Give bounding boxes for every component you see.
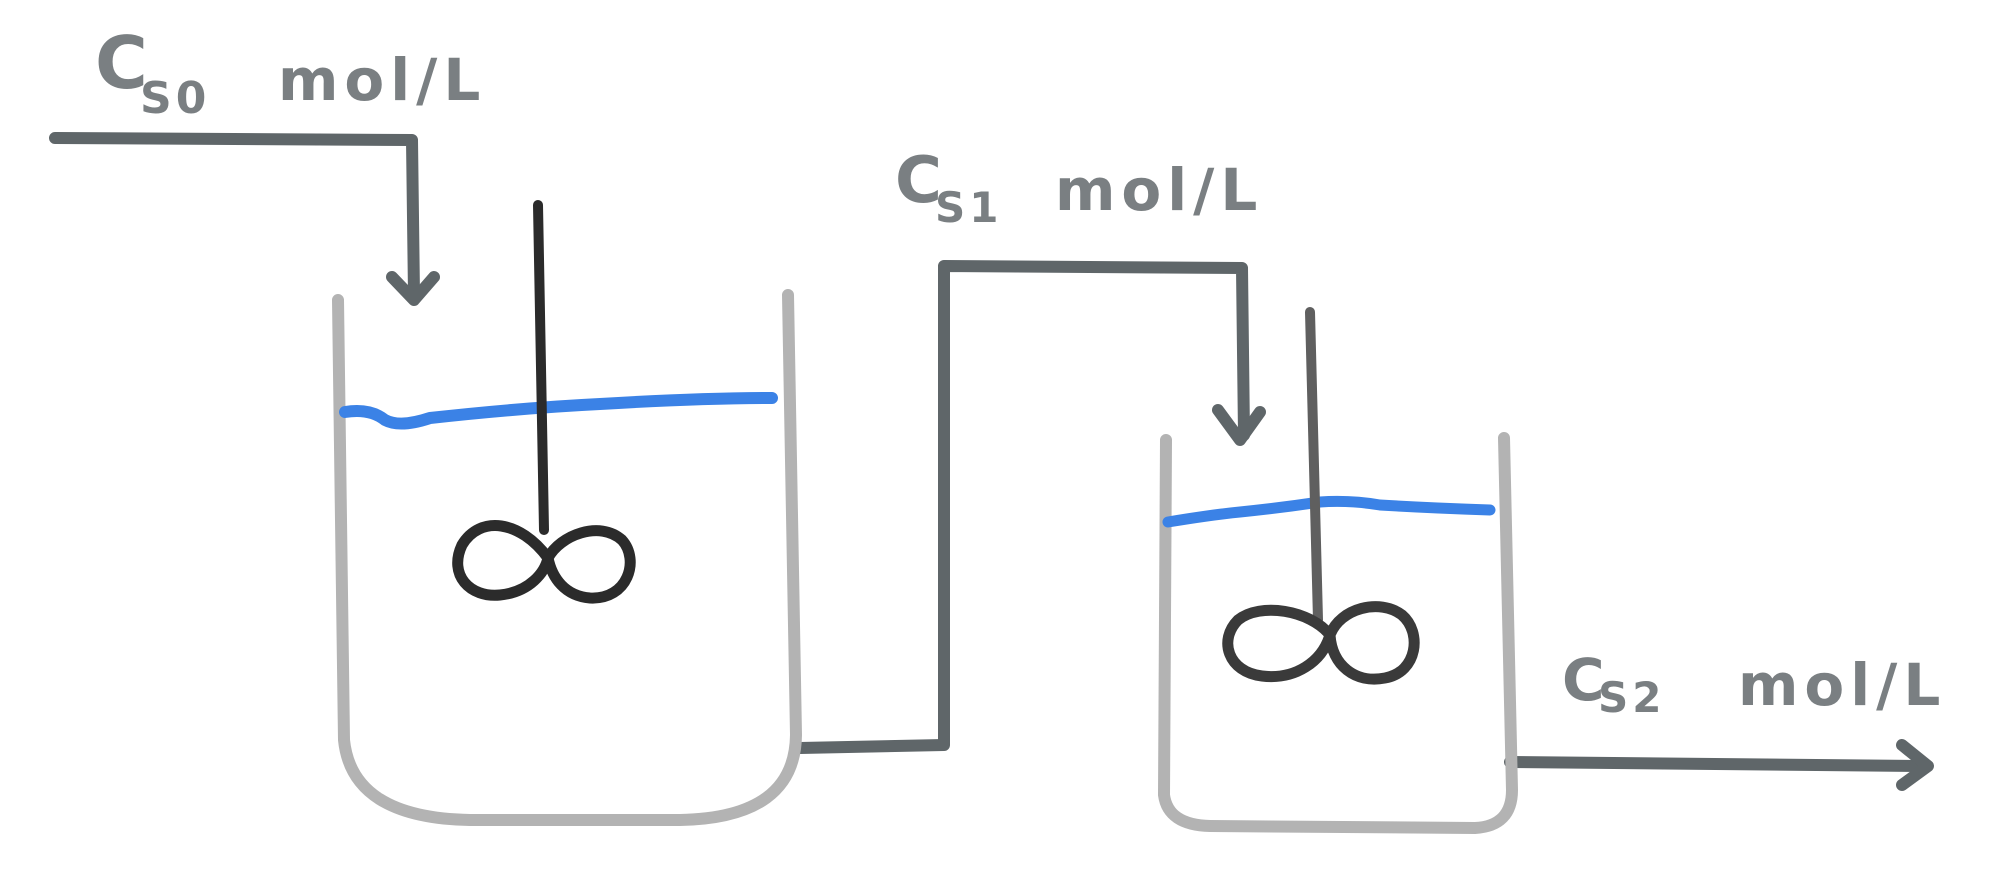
intermediate-c-letter: C — [895, 144, 948, 218]
connecting-arrow-head — [1212, 404, 1266, 446]
inlet-concentration-label: C S0 mol/L — [95, 21, 486, 124]
outlet-concentration-label: C S2 mol/L — [1562, 646, 1946, 722]
tank-1-impeller — [452, 520, 636, 604]
tank-2-stirrer-shaft — [1305, 307, 1323, 625]
inlet-pipe — [49, 132, 420, 301]
outlet-arrow-head — [1896, 739, 1934, 791]
intermediate-unit: mol/L — [1055, 156, 1263, 224]
outlet-pipe — [1504, 756, 1928, 772]
tank-2-liquid-surface — [1162, 495, 1496, 528]
inlet-unit: mol/L — [278, 46, 486, 114]
tank-2-wall — [1157, 432, 1519, 835]
outlet-unit: mol/L — [1738, 651, 1946, 719]
outlet-c-subscript: S2 — [1598, 673, 1665, 722]
intermediate-c-subscript: S1 — [935, 183, 1002, 232]
inlet-c-subscript: S0 — [140, 73, 210, 124]
outlet-c-letter: C — [1562, 646, 1611, 714]
connecting-pipe — [794, 260, 1250, 754]
reactor-tank-2 — [1157, 307, 1519, 835]
inlet-c-letter: C — [95, 21, 154, 105]
inlet-arrow-head — [386, 271, 440, 306]
tank-1-liquid-surface — [339, 392, 778, 430]
tank-1-stirrer-shaft — [533, 200, 549, 535]
tank-2-impeller — [1222, 601, 1420, 685]
reactor-tank-1 — [332, 200, 803, 826]
tank-1-wall — [332, 289, 803, 826]
intermediate-concentration-label: C S1 mol/L — [895, 144, 1263, 232]
